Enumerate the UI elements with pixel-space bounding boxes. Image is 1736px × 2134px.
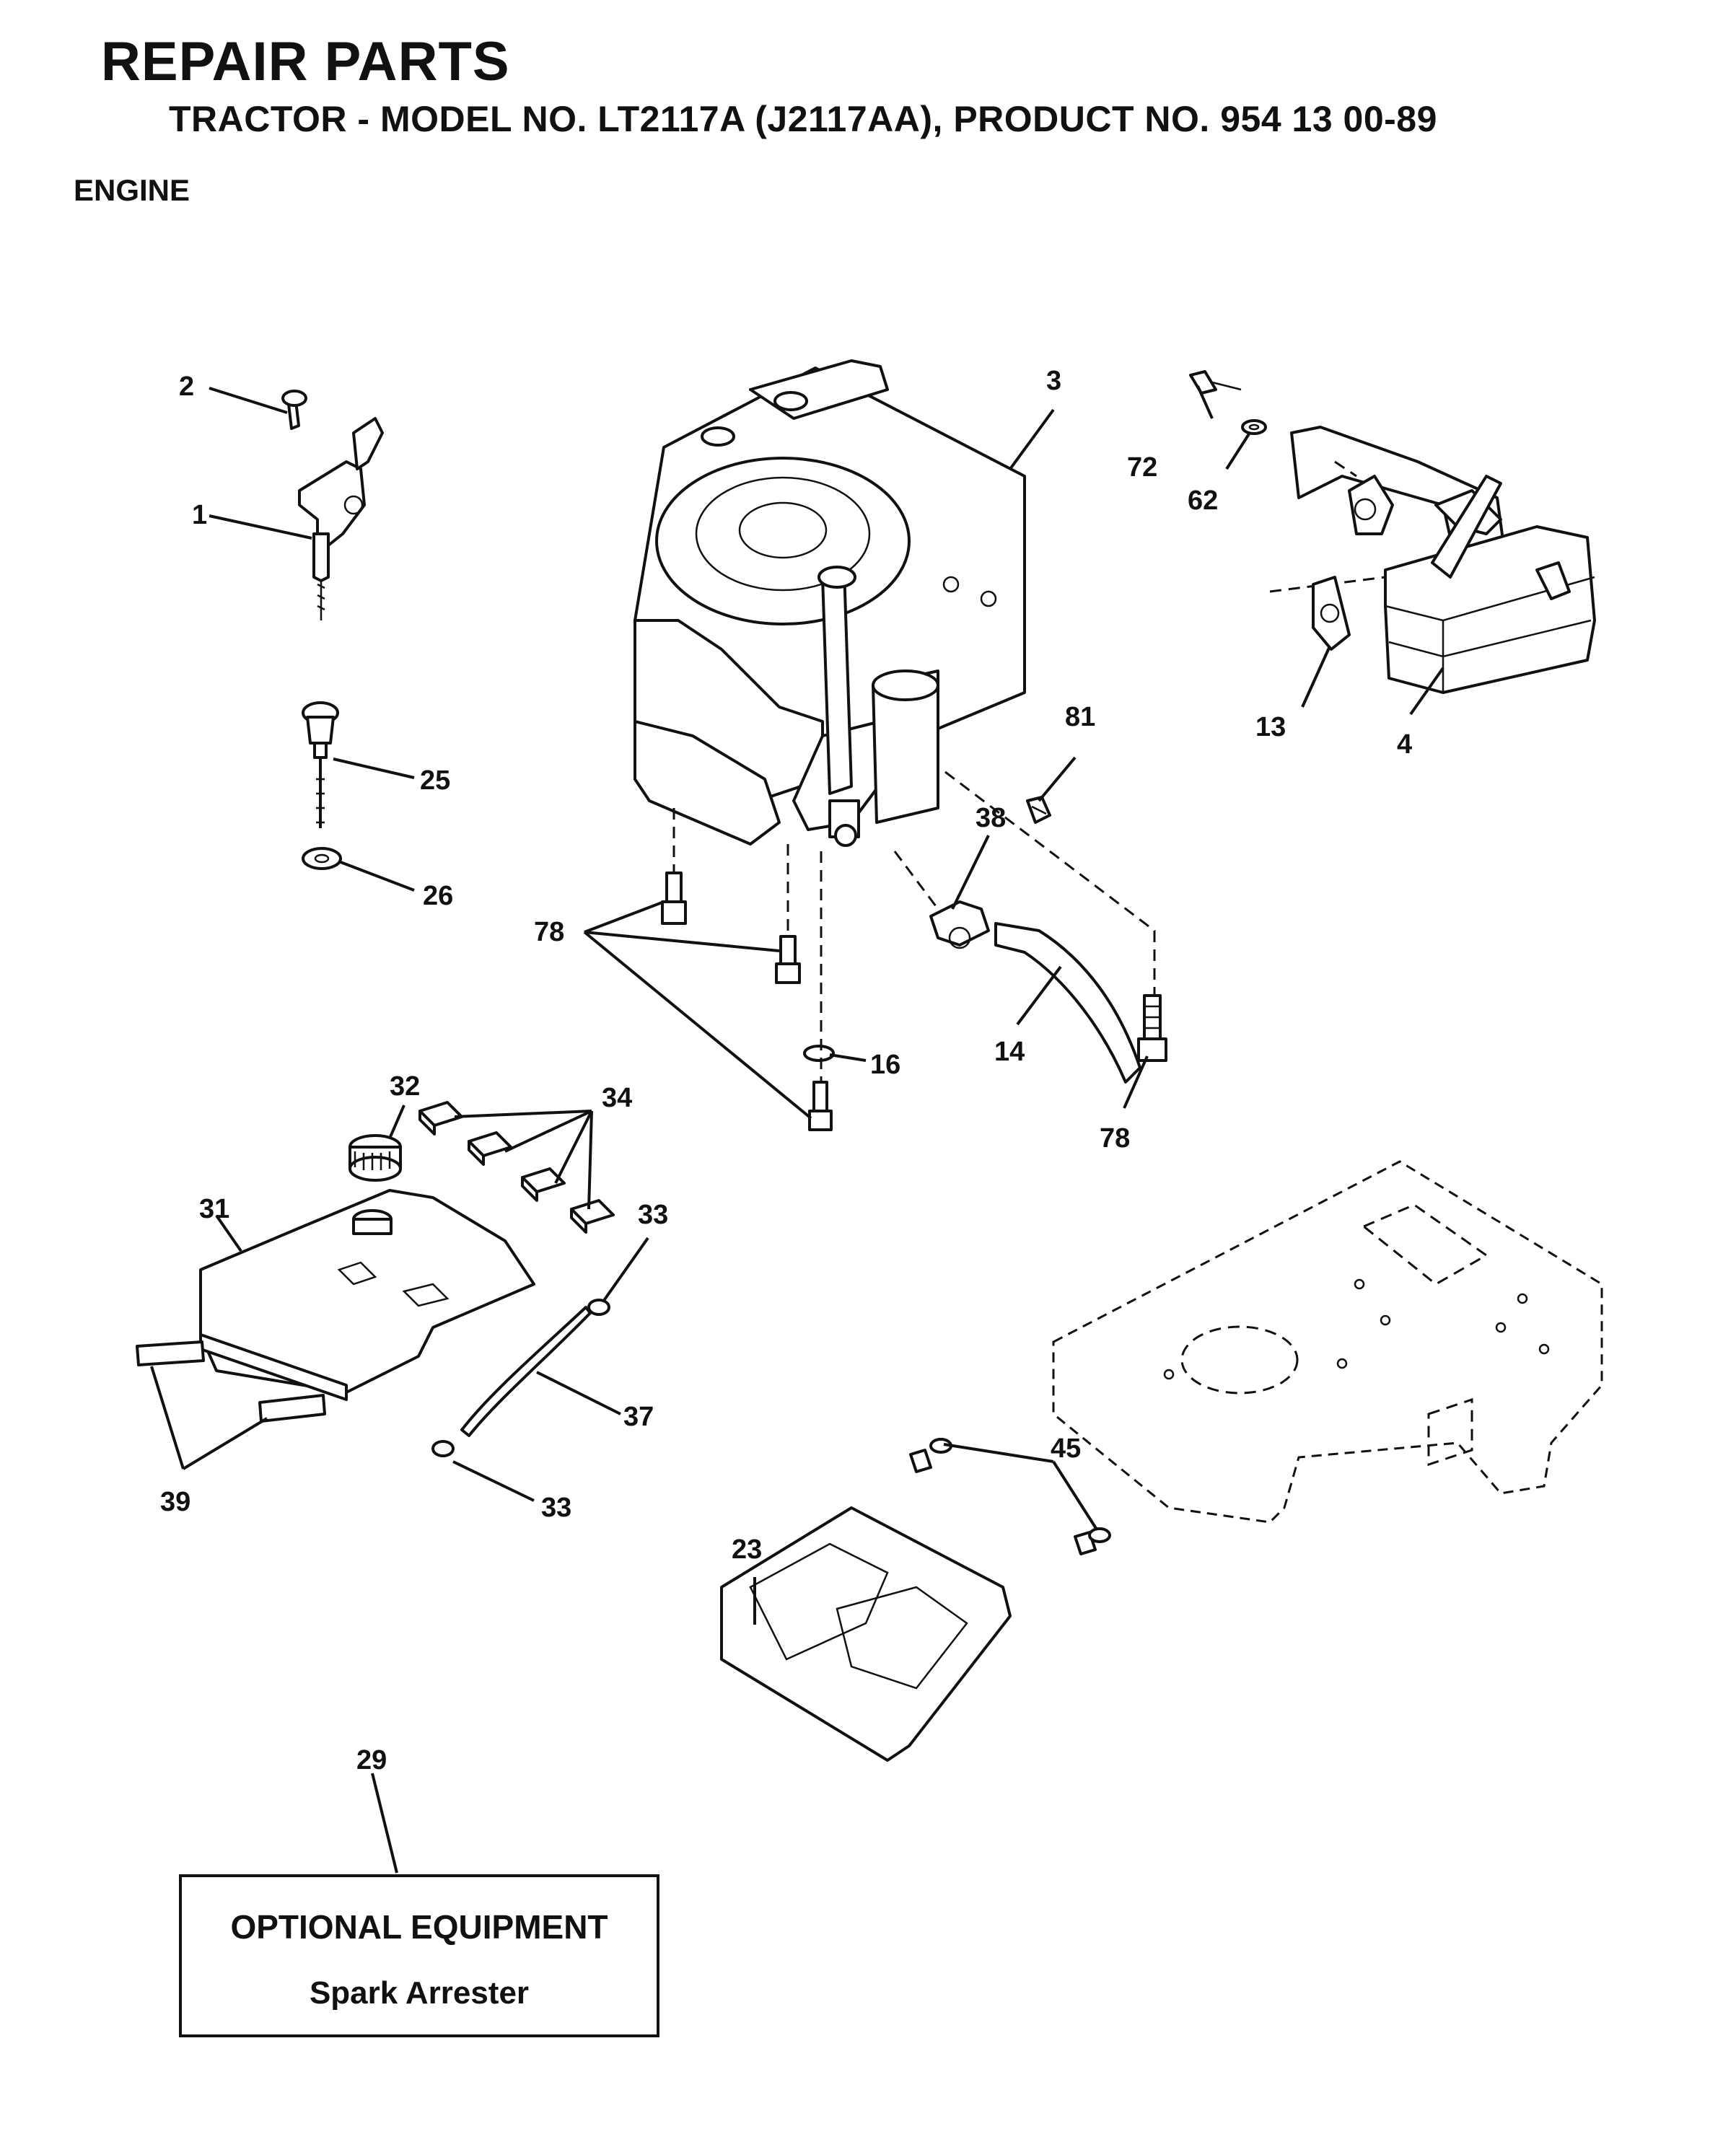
callout-39: 39 bbox=[160, 1487, 190, 1517]
leader-lines bbox=[150, 385, 1445, 1874]
callout-72: 72 bbox=[1127, 452, 1157, 483]
callout-4: 4 bbox=[1397, 729, 1412, 760]
callout-81: 81 bbox=[1065, 702, 1095, 732]
optional-equipment-box: OPTIONAL EQUIPMENT Spark Arrester bbox=[179, 1874, 659, 2037]
callout-45: 45 bbox=[1051, 1433, 1081, 1464]
throttle-control-part bbox=[281, 390, 384, 620]
callout-14: 14 bbox=[994, 1037, 1025, 1067]
callout-62: 62 bbox=[1188, 486, 1218, 516]
callout-34: 34 bbox=[602, 1083, 632, 1113]
fuel-tank-part bbox=[136, 1101, 615, 1457]
page-subtitle: TRACTOR - MODEL NO. LT2117A (J2117AA), P… bbox=[169, 99, 1437, 139]
callout-37: 37 bbox=[623, 1402, 654, 1432]
callout-32: 32 bbox=[390, 1071, 420, 1102]
callout-3: 3 bbox=[1046, 366, 1061, 396]
callout-38: 38 bbox=[976, 803, 1006, 833]
dipstick-part bbox=[302, 701, 342, 870]
callout-29: 29 bbox=[356, 1745, 387, 1775]
callout-23: 23 bbox=[732, 1534, 762, 1565]
callout-31: 31 bbox=[199, 1194, 229, 1224]
callout-16: 16 bbox=[870, 1050, 900, 1080]
optional-equipment-title: OPTIONAL EQUIPMENT bbox=[230, 1908, 608, 1946]
engine-part bbox=[634, 359, 1026, 847]
page-title: REPAIR PARTS bbox=[101, 31, 510, 92]
callout-13: 13 bbox=[1255, 712, 1286, 742]
callout-26: 26 bbox=[423, 881, 453, 911]
muffler-part bbox=[1189, 370, 1596, 694]
fuel-line-part bbox=[661, 770, 1167, 1131]
callout-labels: 2 1 3 72 62 13 4 25 26 81 38 78 14 16 78… bbox=[160, 366, 1412, 1775]
optional-equipment-item: Spark Arrester bbox=[309, 1975, 530, 2011]
engine-shield-part bbox=[720, 1438, 1111, 1762]
callout-78-right: 78 bbox=[1100, 1123, 1130, 1154]
callout-1: 1 bbox=[192, 500, 207, 530]
callout-33-bottom: 33 bbox=[541, 1493, 571, 1523]
frame-outline bbox=[1052, 1160, 1603, 1524]
callout-25: 25 bbox=[420, 765, 450, 796]
callout-2: 2 bbox=[179, 372, 194, 402]
callout-33-top: 33 bbox=[638, 1200, 668, 1230]
section-heading: ENGINE bbox=[74, 173, 190, 207]
callout-78-left: 78 bbox=[534, 917, 564, 947]
